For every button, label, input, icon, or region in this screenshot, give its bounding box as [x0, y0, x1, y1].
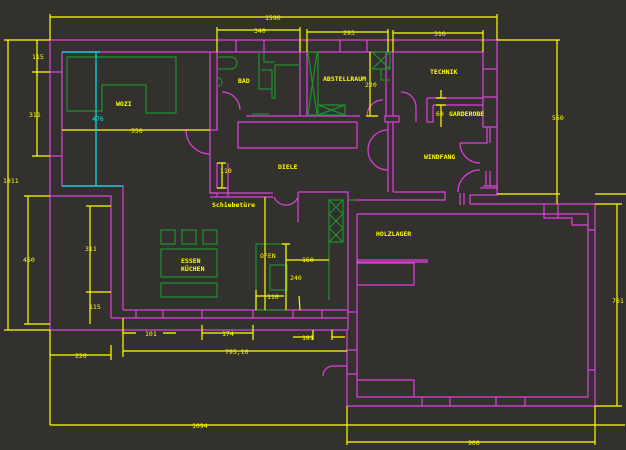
toilet: [218, 56, 238, 70]
label-ofen: OFEN: [260, 252, 276, 260]
doors: [185, 91, 481, 377]
chair: [202, 229, 218, 245]
room-label-diele: DIELE: [278, 163, 298, 171]
dim-left-115-lower: 115: [89, 303, 101, 311]
room-label-holzlager: HOLZLAGER: [376, 230, 411, 238]
dimension-lines: [4, 14, 626, 445]
dim-garderobe-60: 60: [436, 110, 444, 118]
shower: [258, 52, 300, 99]
label-schiebetuere: Schiebetüre: [212, 201, 255, 209]
dim-top-abstell: 293: [343, 29, 355, 37]
room-label-essen: ESSEN: [181, 257, 201, 265]
dim-bottom-181: 181: [302, 334, 314, 342]
bench: [160, 282, 218, 298]
dim-bottom-101: 101: [145, 330, 157, 338]
dim-bottom-795: 795,10: [225, 348, 249, 356]
dim-top-technik: 316: [434, 30, 446, 38]
dim-right-550: 550: [552, 114, 564, 122]
dim-holzlager-900: 900: [468, 439, 480, 447]
room-labels: WOZI BAD ABSTELLRAUM TECHNIK GARDEROBE D…: [116, 68, 484, 273]
dim-left-311: 311: [29, 111, 41, 119]
dimension-labels: 1590 340 293 316 115 311 1011 450 311 11…: [3, 14, 624, 447]
door-diele-south: [273, 196, 299, 206]
room-label-kuechen: KÜCHEN: [181, 264, 205, 273]
dim-ofen-240: 240: [290, 274, 302, 282]
dim-bottom-1094: 1094: [192, 422, 208, 430]
dim-bottom-220: 220: [75, 352, 87, 360]
dim-ofen-110: 110: [267, 293, 279, 301]
room-label-wozi: WOZI: [116, 100, 132, 108]
shelf-abstell: [307, 51, 319, 116]
sink: [217, 77, 223, 87]
dim-bottom-174: 174: [222, 330, 234, 338]
sofa: [66, 56, 177, 114]
stairs: [328, 199, 344, 300]
chair: [160, 229, 176, 245]
room-label-bad: BAD: [238, 77, 250, 85]
furniture: [66, 51, 391, 311]
dim-top-bad: 340: [254, 27, 266, 35]
dim-left-1011: 1011: [3, 177, 19, 185]
highlight-dimension: [62, 51, 123, 187]
chair: [181, 229, 197, 245]
room-label-windfang: WINDFANG: [424, 153, 455, 161]
dim-left-115-top: 115: [32, 53, 44, 61]
door-wozi: [185, 129, 211, 155]
dining-table: [160, 248, 218, 278]
dim-left-450: 450: [23, 256, 35, 264]
dim-wozi-width: 550: [131, 127, 143, 135]
room-label-garderobe: GARDEROBE: [449, 110, 484, 118]
dim-left-311-lower: 311: [85, 245, 97, 253]
dim-diele-110: 110: [220, 167, 232, 175]
dim-wozi-depth: 476: [92, 115, 104, 123]
dim-ofen-150: 150: [302, 256, 314, 264]
dim-abstell-220: 220: [365, 81, 377, 89]
room-label-technik: TECHNIK: [430, 68, 457, 76]
door-abstell: [366, 99, 384, 117]
room-label-abstellraum: ABSTELLRAUM: [323, 75, 366, 83]
wozi-depth-line: [62, 51, 123, 187]
dim-top-total: 1590: [265, 14, 281, 22]
dim-holzlager-761: 761: [612, 297, 624, 305]
door-windfang: [367, 129, 389, 171]
